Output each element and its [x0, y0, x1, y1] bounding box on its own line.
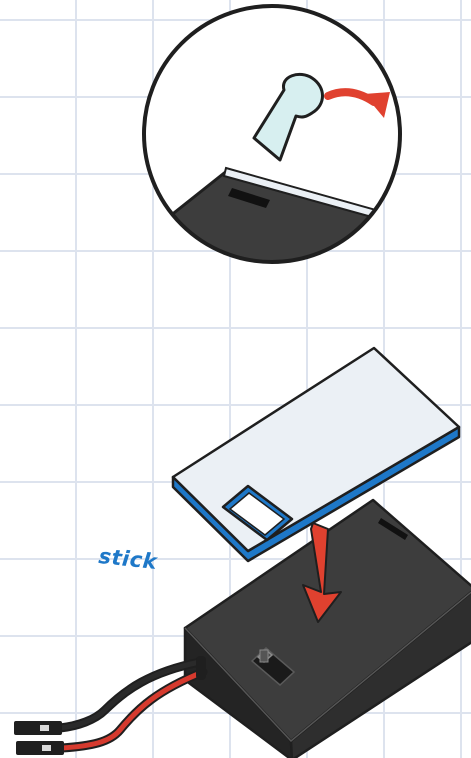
- backing-tab: [252, 73, 324, 162]
- power-switch: [250, 646, 296, 687]
- wire-connector-bottom: [16, 741, 64, 755]
- wire-connector-top: [14, 721, 62, 735]
- curved-arrow-head: [364, 92, 390, 118]
- sticker-window: [221, 484, 294, 542]
- battery-wires: [55, 656, 208, 753]
- peel-detail-circle: [142, 4, 402, 264]
- battery-case: [183, 498, 471, 758]
- down-arrow-icon: [302, 522, 342, 623]
- switch-slot-detail: [228, 188, 270, 208]
- case-slot: [378, 518, 408, 540]
- sticker-panel: [171, 346, 461, 563]
